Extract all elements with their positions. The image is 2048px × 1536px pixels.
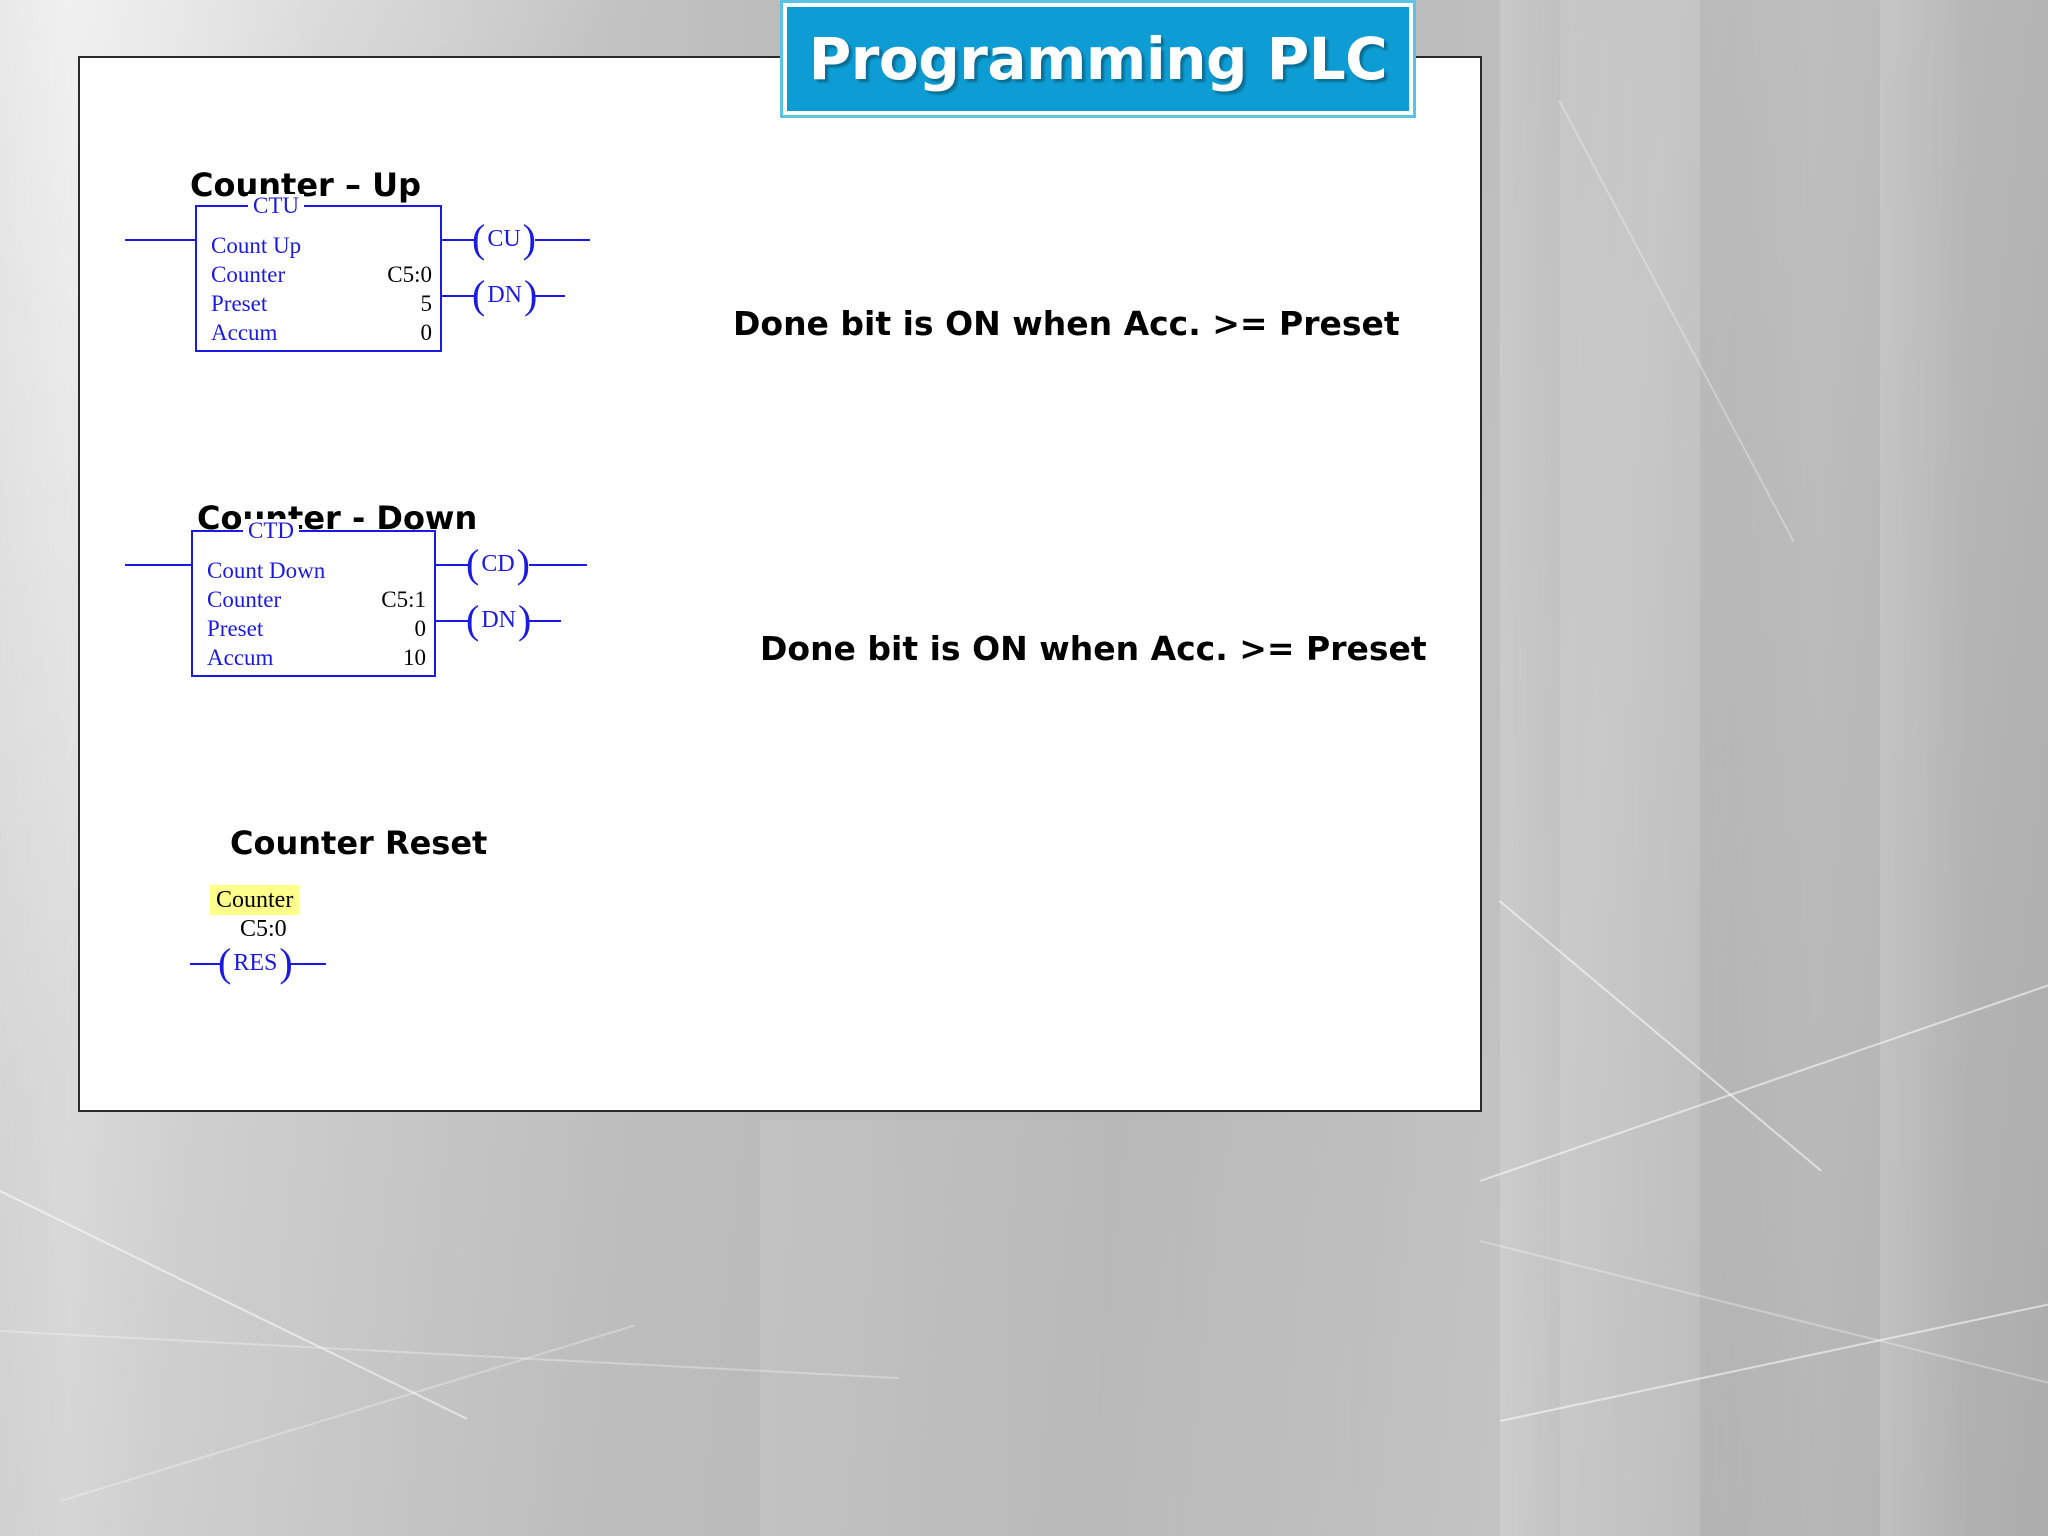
wire-output-cu	[442, 239, 474, 241]
wire-after-cd	[529, 564, 587, 566]
background-line	[1480, 952, 2048, 1182]
background-stripe	[1700, 0, 1820, 1536]
coil-dn: ( DN )	[472, 275, 537, 315]
page-title: Programming PLC	[808, 25, 1388, 93]
wire-input-ctu	[125, 239, 195, 241]
coil-cd: ( CD )	[466, 544, 530, 584]
background-stripe	[1500, 0, 1560, 1536]
block-title-ctu: CTU	[248, 194, 304, 217]
coil-paren-open: (	[466, 541, 480, 586]
block-line-value: 5	[420, 291, 433, 316]
reset-instruction-label: Counter	[210, 885, 300, 915]
block-line-label: Counter	[211, 262, 286, 287]
block-line-value: C5:0	[387, 262, 432, 287]
title-banner: Programming PLC	[787, 7, 1409, 111]
block-line-label: Preset	[211, 291, 268, 316]
ladder-rung-ctd: CTD Count Down Counter C5:1 Preset 0 Acc…	[80, 383, 1484, 743]
background-facet	[760, 1120, 1400, 1536]
block-line-label: Preset	[207, 616, 264, 641]
ladder-rung-ctu: CTU Count Up Counter C5:0 Preset 5 Accum…	[80, 58, 1484, 418]
heading-counter-up: Counter – Up	[190, 166, 421, 204]
coil-paren-close: )	[524, 272, 538, 317]
background-line	[1498, 900, 1822, 1172]
block-line-value: 10	[403, 645, 426, 670]
background-line	[1558, 100, 1795, 543]
reset-address: C5:0	[240, 916, 287, 942]
block-line-label: Accum	[207, 645, 274, 670]
coil-paren-close: )	[518, 597, 532, 642]
wire-after-res	[288, 963, 326, 965]
background-stripe	[0, 0, 70, 1536]
coil-label: CD	[481, 551, 515, 577]
background-line	[1500, 1291, 2048, 1422]
block-line-label: Accum	[211, 320, 278, 345]
wire-before-res	[190, 963, 222, 965]
ladder-rung-reset: Counter C5:0 ( RES )	[80, 818, 1484, 983]
wire-output-dn	[436, 620, 468, 622]
coil-label: DN	[487, 282, 522, 308]
wire-after-dn	[535, 295, 565, 297]
background-line	[0, 1330, 899, 1380]
coil-paren-open: (	[472, 216, 486, 261]
coil-label: RES	[233, 950, 278, 976]
background-line	[60, 1324, 635, 1502]
coil-dn: ( DN )	[466, 600, 531, 640]
coil-label: CU	[487, 226, 521, 252]
coil-paren-close: )	[516, 541, 530, 586]
wire-after-dn	[529, 620, 561, 622]
coil-res: ( RES )	[218, 943, 293, 983]
block-line-value: C5:1	[381, 587, 426, 612]
title-banner-frame: Programming PLC	[780, 0, 1416, 118]
block-line-label: Count Up	[211, 233, 302, 258]
background-line	[0, 1190, 468, 1420]
wire-after-cu	[535, 239, 590, 241]
wire-input-ctd	[125, 564, 195, 566]
instruction-block-ctd	[191, 530, 436, 677]
background-stripe	[1880, 0, 1970, 1536]
coil-paren-open: (	[466, 597, 480, 642]
block-line-value: 0	[414, 616, 427, 641]
note-counter-down: Done bit is ON when Acc. >= Preset	[760, 629, 1427, 668]
instruction-block-ctu	[195, 205, 442, 352]
wire-output-cd	[436, 564, 468, 566]
wire-output-dn	[442, 295, 474, 297]
background-line	[1479, 1240, 2048, 1426]
coil-paren-close: )	[522, 216, 536, 261]
coil-paren-close: )	[279, 940, 293, 985]
coil-paren-open: (	[472, 272, 486, 317]
background-facet	[1560, 0, 1740, 1536]
coil-paren-open: (	[218, 940, 232, 985]
note-counter-up: Done bit is ON when Acc. >= Preset	[733, 304, 1400, 343]
block-line-value: 0	[420, 320, 433, 345]
block-title-ctd: CTD	[243, 519, 299, 542]
slide-canvas: Counter – Up Counter - Down Counter Rese…	[78, 56, 1482, 1112]
heading-counter-reset: Counter Reset	[230, 824, 488, 862]
coil-label: DN	[481, 607, 516, 633]
coil-cu: ( CU )	[472, 219, 536, 259]
block-line-label: Counter	[207, 587, 282, 612]
block-line-label: Count Down	[207, 558, 326, 583]
